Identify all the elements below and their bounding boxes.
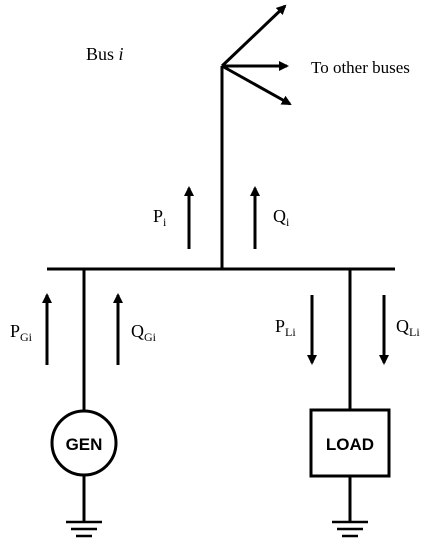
bus-label: Bus i (86, 44, 124, 64)
branch-arrow-lower (221, 64, 292, 106)
p-gi-label: PGi (10, 321, 33, 344)
q-li-label: QLi (396, 316, 420, 339)
q-gi-label: QGi (131, 321, 157, 344)
generator-label: GEN (66, 435, 103, 454)
other-buses-label: To other buses (311, 58, 410, 77)
p-li-label: PLi (275, 316, 296, 339)
p-i-label: Pi (153, 206, 167, 229)
branch-arrow-upper (220, 4, 287, 68)
q-i-label: Qi (273, 206, 290, 229)
load-label: LOAD (326, 435, 374, 454)
